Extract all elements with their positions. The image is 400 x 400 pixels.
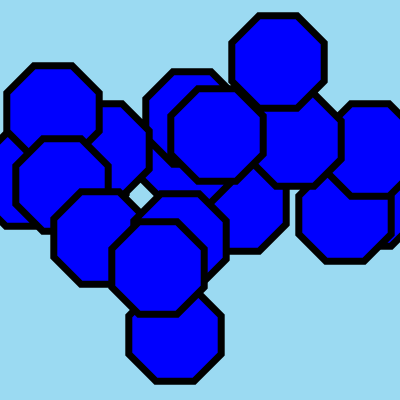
octagon-piece-17[interactable] [228, 12, 328, 112]
octagon-piece-18[interactable] [167, 85, 267, 185]
octagon-piece-14[interactable] [108, 218, 208, 318]
octagon-pieces [0, 12, 400, 385]
